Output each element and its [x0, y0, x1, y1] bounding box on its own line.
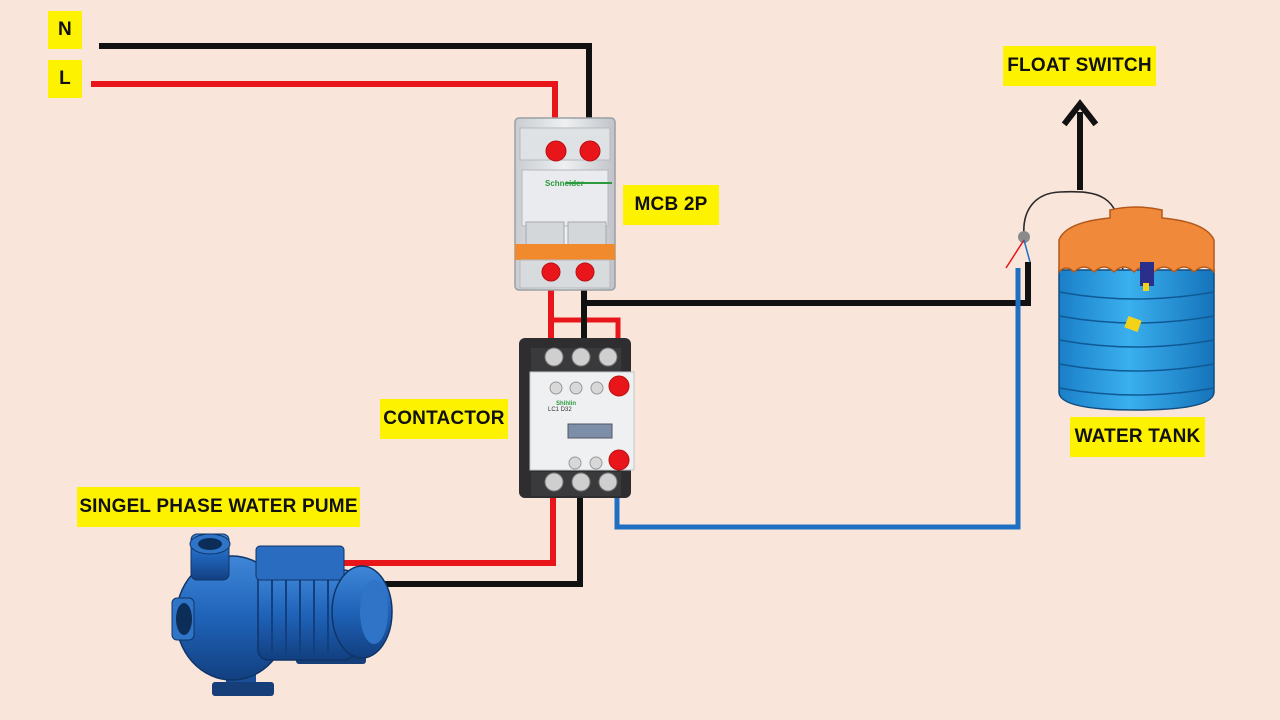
water-pump — [171, 533, 393, 696]
contactor-brand-text: Shihlin — [556, 401, 576, 407]
pump-label: SINGEL PHASE WATER PUME — [77, 487, 360, 527]
terminal-dots — [541, 140, 630, 471]
mcb-in-live-terminal — [545, 140, 567, 162]
float-switch-label: FLOAT SWITCH — [1003, 46, 1156, 86]
mcb-label: MCB 2P — [623, 185, 719, 225]
mcb-breaker: Schneider — [514, 117, 616, 291]
mcb-out-neutral-terminal — [575, 262, 595, 282]
contactor-device: LC1 D32 Shihlin — [519, 338, 635, 498]
contactor-label: CONTACTOR — [380, 399, 508, 439]
wires — [91, 43, 1031, 587]
contactor-model-text: LC1 D32 — [548, 407, 572, 413]
mcb-in-neutral-terminal — [579, 140, 601, 162]
water-tank — [1058, 206, 1215, 411]
float-weight — [1124, 315, 1142, 333]
up-arrow-icon — [1061, 99, 1099, 127]
water-tank-label: WATER TANK — [1070, 417, 1205, 457]
mcb-brand-text: Schneider — [545, 179, 584, 188]
neutral-to-float-wire — [584, 262, 1031, 306]
neutral-label: N — [48, 11, 82, 49]
live-label: L — [48, 60, 82, 98]
live-wire — [91, 81, 558, 152]
neutral-wire — [99, 43, 592, 152]
contactor-a1-terminal — [608, 375, 630, 397]
mcb-out-live-terminal — [541, 262, 561, 282]
float-switch-arrow — [1061, 99, 1099, 190]
contactor-a2-terminal — [608, 449, 630, 471]
mcb-toggle-handle — [515, 244, 615, 260]
pump-neutral-wire — [372, 490, 583, 587]
control-wire — [614, 268, 1021, 530]
pump-live-wire — [342, 490, 556, 566]
float-sensor — [1140, 262, 1154, 286]
